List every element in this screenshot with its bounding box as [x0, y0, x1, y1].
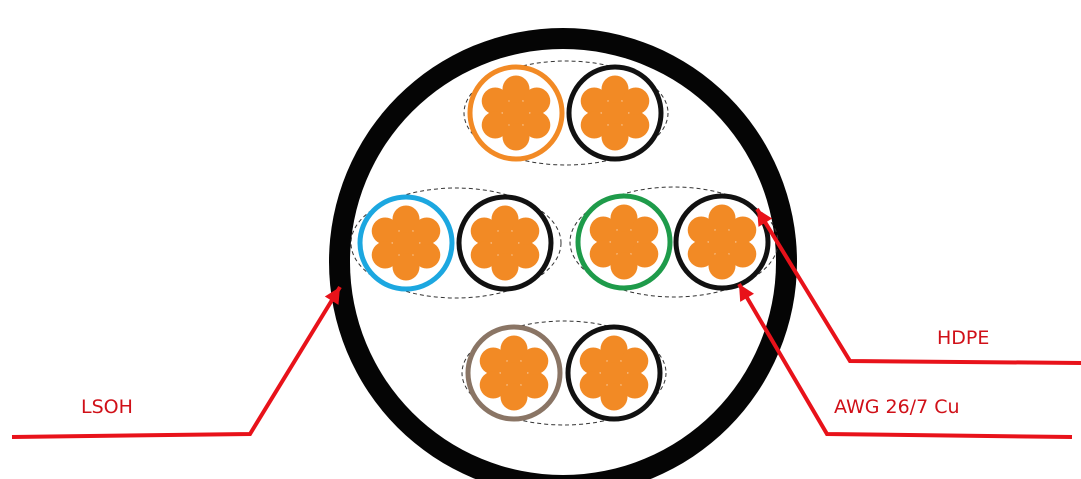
copper-strand	[491, 229, 519, 257]
copper-strand	[622, 111, 650, 139]
copper-strand	[708, 204, 736, 232]
copper-strand	[579, 347, 607, 375]
copper-strand	[481, 111, 509, 139]
pair-separator-outline	[461, 320, 667, 426]
copper-strand	[687, 240, 715, 268]
copper-strand	[500, 335, 528, 363]
copper-strand	[729, 216, 757, 244]
copper-strand	[589, 240, 617, 268]
copper-strand	[479, 347, 507, 375]
leader-lines	[11, 207, 1081, 439]
copper-strand	[579, 371, 607, 399]
lsoh-leader	[11, 285, 342, 439]
conductor-orange-black	[566, 64, 664, 162]
copper-strand	[600, 383, 628, 411]
hdpe-leader	[755, 207, 1081, 365]
copper-strand	[512, 241, 540, 269]
arrowhead	[324, 287, 340, 305]
conductor-leader	[737, 282, 1073, 439]
copper-strand	[500, 359, 528, 387]
copper-strand	[631, 216, 659, 244]
copper-strand	[589, 216, 617, 244]
copper-strand	[580, 87, 608, 115]
conductor-blue-black	[456, 194, 554, 292]
copper-strand	[621, 347, 649, 375]
copper-strand	[523, 87, 551, 115]
copper-strand	[470, 241, 498, 269]
copper-strand	[392, 205, 420, 233]
copper-strand	[708, 252, 736, 280]
copper-strand	[502, 123, 530, 151]
copper-strand	[479, 371, 507, 399]
copper-strand	[512, 217, 540, 245]
copper-strand	[491, 253, 519, 281]
conductor-brown-black	[565, 324, 663, 422]
copper-strand	[610, 204, 638, 232]
copper-strand	[631, 240, 659, 268]
copper-strand	[392, 229, 420, 257]
copper-strand	[470, 217, 498, 245]
copper-strand	[491, 205, 519, 233]
copper-strand	[521, 371, 549, 399]
copper-strand	[502, 99, 530, 127]
copper-strand	[600, 359, 628, 387]
copper-strand	[502, 75, 530, 103]
arrowhead	[757, 209, 773, 227]
copper-strand	[580, 111, 608, 139]
copper-strand	[413, 241, 441, 269]
conductor-orange-orange	[467, 64, 565, 162]
conductor-brown-brown	[465, 324, 563, 422]
copper-strand	[687, 216, 715, 244]
pair-green	[569, 186, 779, 298]
conductor-blue-blue	[357, 194, 455, 292]
pair-orange	[463, 60, 669, 166]
copper-strand	[371, 241, 399, 269]
pair-blue	[350, 187, 562, 299]
copper-strand	[622, 87, 650, 115]
copper-strand	[621, 371, 649, 399]
twisted-pairs	[350, 60, 779, 426]
copper-strand	[610, 228, 638, 256]
arrowhead	[739, 284, 754, 302]
copper-strand	[500, 383, 528, 411]
pair-separator-outline	[350, 187, 562, 299]
conductor-label: AWG 26/7 Cu	[834, 396, 960, 418]
copper-strand	[601, 75, 629, 103]
copper-strand	[392, 253, 420, 281]
cable-cavity	[350, 49, 776, 475]
hdpe-label: HDPE	[937, 327, 990, 349]
copper-strand	[610, 252, 638, 280]
copper-strand	[600, 335, 628, 363]
copper-strand	[601, 123, 629, 151]
copper-strand	[481, 87, 509, 115]
copper-strand	[521, 347, 549, 375]
lsoh-label: LSOH	[81, 396, 133, 418]
conductor-green-green	[575, 193, 673, 291]
copper-strand	[601, 99, 629, 127]
copper-strand	[413, 217, 441, 245]
conductor-green-black	[673, 193, 771, 291]
copper-strand	[523, 111, 551, 139]
pair-brown	[461, 320, 667, 426]
pair-separator-outline	[463, 60, 669, 166]
copper-strand	[729, 240, 757, 268]
copper-strand	[371, 217, 399, 245]
copper-strand	[708, 228, 736, 256]
